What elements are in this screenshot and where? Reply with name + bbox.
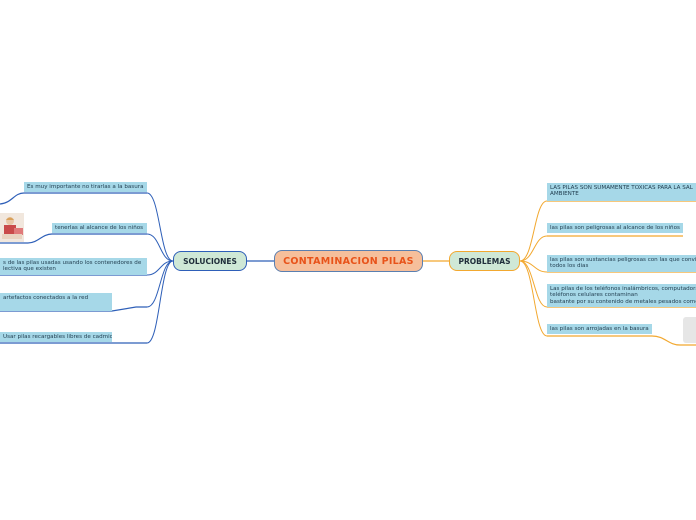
problem-node-1-line2: AMBIENTE <box>550 191 579 198</box>
problem-node-5[interactable]: las pilas son arrojadas en la basura <box>547 324 652 335</box>
problem-node-1[interactable]: LAS PILAS SON SUMAMENTE TOXICAS PARA LA … <box>547 183 696 201</box>
main-topic-problemas-label: PROBLEMAS <box>458 256 511 266</box>
solution-node-2[interactable]: tenerlas al alcance de los niños <box>52 223 147 234</box>
problem-node-3[interactable]: las pilas son sustancias peligrosas con … <box>547 255 696 272</box>
problem-node-3-line1: las pilas son sustancias peligrosas con … <box>550 257 696 263</box>
main-topic-soluciones-label: SOLUCIONES <box>183 256 237 266</box>
problem-node-1-line1: LAS PILAS SON SUMAMENTE TOXICAS PARA LA … <box>550 185 693 191</box>
solution-node-1[interactable]: Es muy importante no tirarlas a la basur… <box>24 182 147 193</box>
problem-node-4-line2: teléfonos celulares contaminan <box>550 292 638 299</box>
main-topic-soluciones[interactable]: SOLUCIONES <box>173 251 247 271</box>
problem-node-2[interactable]: las pilas son peligrosas al alcance de l… <box>547 223 683 234</box>
solution-node-2-text: tenerlas al alcance de los niños <box>55 225 144 231</box>
problem-node-5-text: las pilas son arrojadas en la basura <box>550 326 649 332</box>
main-topic-problemas[interactable]: PROBLEMAS <box>449 251 520 271</box>
solution-node-3-line1: s de las pilas usadas usando los contene… <box>3 260 142 266</box>
problem-node-2-text: las pilas son peligrosas al alcance de l… <box>550 225 680 231</box>
solution-node-5-text: Usar pilas recargables libres de cadmio <box>3 334 112 340</box>
connector-solution-1 <box>146 192 174 262</box>
solution-node-1-text: Es muy importante no tirarlas a la basur… <box>27 184 144 190</box>
central-topic-label: CONTAMINACION PILAS <box>283 255 414 267</box>
problem-node-4-line1: Las pilas de los teléfonos inalámbricos,… <box>550 286 696 292</box>
solution-node-4-text: artefactos conectados a la red <box>3 295 89 301</box>
solutions-branches <box>146 192 174 344</box>
problem-node-4-line3: bastante por su contenido de metales pes… <box>550 298 696 305</box>
children-photo-image <box>0 213 24 242</box>
problems-branches <box>519 200 548 337</box>
solution-node-3-line2: lectiva que existen <box>3 266 56 273</box>
problem-node-4[interactable]: Las pilas de los teléfonos inalámbricos,… <box>547 284 696 307</box>
solution-node-3[interactable]: s de las pilas usadas usando los contene… <box>0 258 147 275</box>
problem-node-3-line2: todos los dias <box>550 263 589 270</box>
solution-node-5[interactable]: Usar pilas recargables libres de cadmio <box>0 332 112 343</box>
central-topic[interactable]: CONTAMINACION PILAS <box>274 250 423 272</box>
attached-image-placeholder <box>683 317 696 343</box>
solution-node-4[interactable]: artefactos conectados a la red <box>0 293 112 311</box>
